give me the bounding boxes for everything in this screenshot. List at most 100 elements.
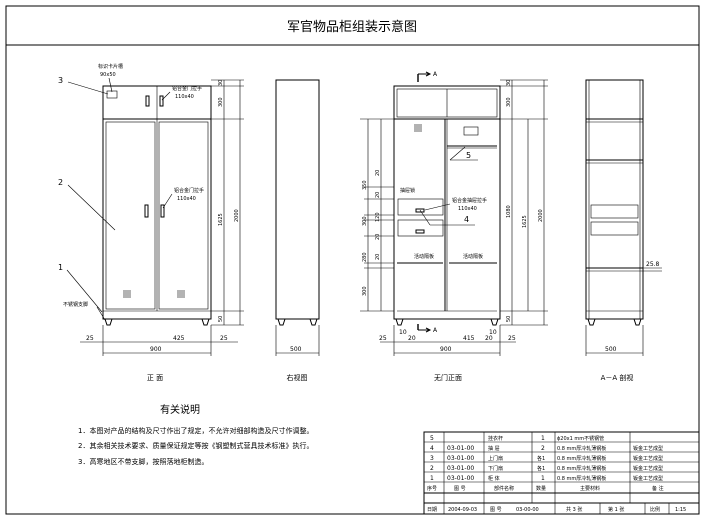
bom-row-2-qty: 各1 <box>537 455 545 462</box>
bom-row-4-qty: 1 <box>541 475 545 482</box>
footer-date-label: 日期 <box>427 507 437 513</box>
shelf-right-label: 活动隔板 <box>463 253 483 260</box>
id-card-size: 90x50 <box>100 72 116 78</box>
bom-row-2-code: 03-01-00 <box>447 455 474 462</box>
bom-row-0-qty: 1 <box>541 435 545 442</box>
bom-row-3-name: 下门扇 <box>488 465 503 472</box>
bom-row-3-no: 2 <box>430 465 434 472</box>
bom-row-0-name: 挂衣杆 <box>488 435 503 442</box>
lower-left-handle <box>144 204 149 218</box>
drawer-lock-label: 抽屉锁 <box>400 187 415 194</box>
open-dim-left-4: 120 <box>375 212 381 222</box>
front-foot-right <box>201 318 210 326</box>
bom-header-no: 序号 <box>427 485 437 492</box>
upper-handle-size: 110x40 <box>175 94 194 100</box>
front-right-door <box>158 121 209 310</box>
front-view: 3 2 1 标识卡片槽 90x50 铝合金门拉手 110x40 铝合金门拉手 1… <box>58 63 244 382</box>
open-vent-left <box>414 124 422 132</box>
front-dim-top-a: 30 <box>218 80 224 86</box>
front-dim-right-margin: 25 <box>220 335 228 342</box>
sheet-border <box>5 5 700 515</box>
open-dim-right-2: 2000 <box>538 209 544 222</box>
drawing-title: 军官物品柜组装示意图 <box>287 19 417 35</box>
section-caption: A－A 剖视 <box>601 373 634 382</box>
lower-handle-label: 铝合金门拉手 <box>174 187 204 194</box>
lower-right-handle <box>160 204 165 218</box>
front-foot-left <box>104 318 113 326</box>
open-dim-bottom-1: 20 <box>408 335 416 342</box>
bom-row-4-no: 1 <box>430 475 434 482</box>
bom-row-4-name: 柜 体 <box>488 475 500 482</box>
section-drawer-1 <box>590 204 639 219</box>
open-dim-bottom-left: 25 <box>379 335 387 342</box>
right-caption: 右视图 <box>287 373 308 382</box>
open-dim-overall-width: 900 <box>440 346 452 353</box>
bom-header-material: 主要材料 <box>580 485 600 492</box>
right-dim-width: 500 <box>290 346 302 353</box>
vent-left <box>123 290 131 298</box>
notes-block: 有关说明 1．本图对产品的结构及尺寸作出了规定，不允许对细部构造及尺寸作调整。 … <box>78 403 313 466</box>
bom-row-3-code: 03-01-00 <box>447 465 474 472</box>
open-dim-left-3: 300 <box>362 216 368 226</box>
open-dim-bottom-0: 10 <box>399 329 407 336</box>
drawer-handle-label: 铝合金抽屉拉手 <box>452 197 487 204</box>
front-dim-overall-height: 2000 <box>234 209 240 222</box>
bom-row-1-code: 03-01-00 <box>447 445 474 452</box>
open-dim-left-0: 350 <box>362 180 368 190</box>
bom-row-3-remark: 钣金工艺成型 <box>633 465 663 472</box>
bom-row-1-no: 4 <box>430 445 434 452</box>
id-card-label: 标识卡片槽 <box>98 63 123 70</box>
callout-2: 2 <box>58 178 63 187</box>
open-dim-left-7: 20 <box>375 254 381 260</box>
footer-sheet-no: 第 1 张 <box>608 506 624 513</box>
footer-sheets: 共 3 张 <box>566 506 582 513</box>
front-left-door <box>105 121 156 310</box>
front-dim-door: 1625 <box>218 213 224 226</box>
right-side-panel <box>275 79 320 320</box>
vent-right <box>177 290 185 298</box>
front-dim-overall-width: 900 <box>150 346 162 353</box>
bom-table: 5 挂衣杆 1 ϕ20x1 mm不锈钢管 4 03-01-00 抽 屉 2 0.… <box>423 431 700 515</box>
bom-row-2-remark: 钣金工艺成型 <box>633 455 663 462</box>
section-dim-width: 500 <box>605 346 617 353</box>
foot-label: 不锈钢支脚 <box>63 301 88 308</box>
bom-row-3-material: 0.8 mm厚冷轧薄钢板 <box>557 465 606 472</box>
bom-row-3-qty: 各1 <box>537 465 545 472</box>
open-dim-left-2: 20 <box>375 192 381 198</box>
front-dim-top-b: 300 <box>218 97 224 107</box>
open-dim-top-b: 300 <box>506 97 512 107</box>
open-dim-bottom-4: 10 <box>489 329 497 336</box>
bom-row-4-remark: 钣金工艺成型 <box>633 475 663 482</box>
section-mark-top: A <box>433 71 438 78</box>
drawer-2 <box>397 219 444 237</box>
right-view: 500 右视图 <box>275 79 320 382</box>
callout-4: 4 <box>464 215 469 224</box>
open-dim-right-0: 1080 <box>506 205 512 218</box>
lower-handle-size: 110x40 <box>177 196 196 202</box>
bom-row-0-no: 5 <box>430 435 434 442</box>
open-dim-left-1: 20 <box>375 170 381 176</box>
front-dim-base: 50 <box>218 316 224 322</box>
notes-heading: 有关说明 <box>160 403 200 416</box>
bom-row-0-material: ϕ20x1 mm不锈钢管 <box>557 435 604 442</box>
bom-row-4-material: 0.8 mm厚冷轧薄钢板 <box>557 475 606 482</box>
footer-date: 2004-09-03 <box>448 507 477 513</box>
upper-handle-label: 铝合金门拉手 <box>172 85 202 92</box>
bom-header-code: 图 号 <box>454 486 466 492</box>
section-mark-bottom: A <box>433 327 438 334</box>
front-caption: 正 面 <box>147 374 163 382</box>
open-dim-left-5: 20 <box>375 234 381 240</box>
open-cabinet-body <box>393 85 501 320</box>
bom-row-1-name: 抽 屉 <box>488 445 500 452</box>
footer-scale-label: 比例 <box>650 506 660 513</box>
open-dim-base: 50 <box>506 316 512 322</box>
callout-3: 3 <box>58 76 63 85</box>
open-view: A A 5 4 抽屉锁 铝合金抽屉拉手 110x40 活动隔板 活动隔板 350… <box>360 71 548 382</box>
section-drawer-2 <box>590 221 639 236</box>
open-dim-bottom-2: 415 <box>463 335 475 342</box>
upper-right-handle <box>159 95 164 107</box>
footer-code: 03-00-00 <box>516 507 539 513</box>
open-caption: 无门正面 <box>434 373 462 382</box>
front-dim-left-margin: 25 <box>86 335 94 342</box>
